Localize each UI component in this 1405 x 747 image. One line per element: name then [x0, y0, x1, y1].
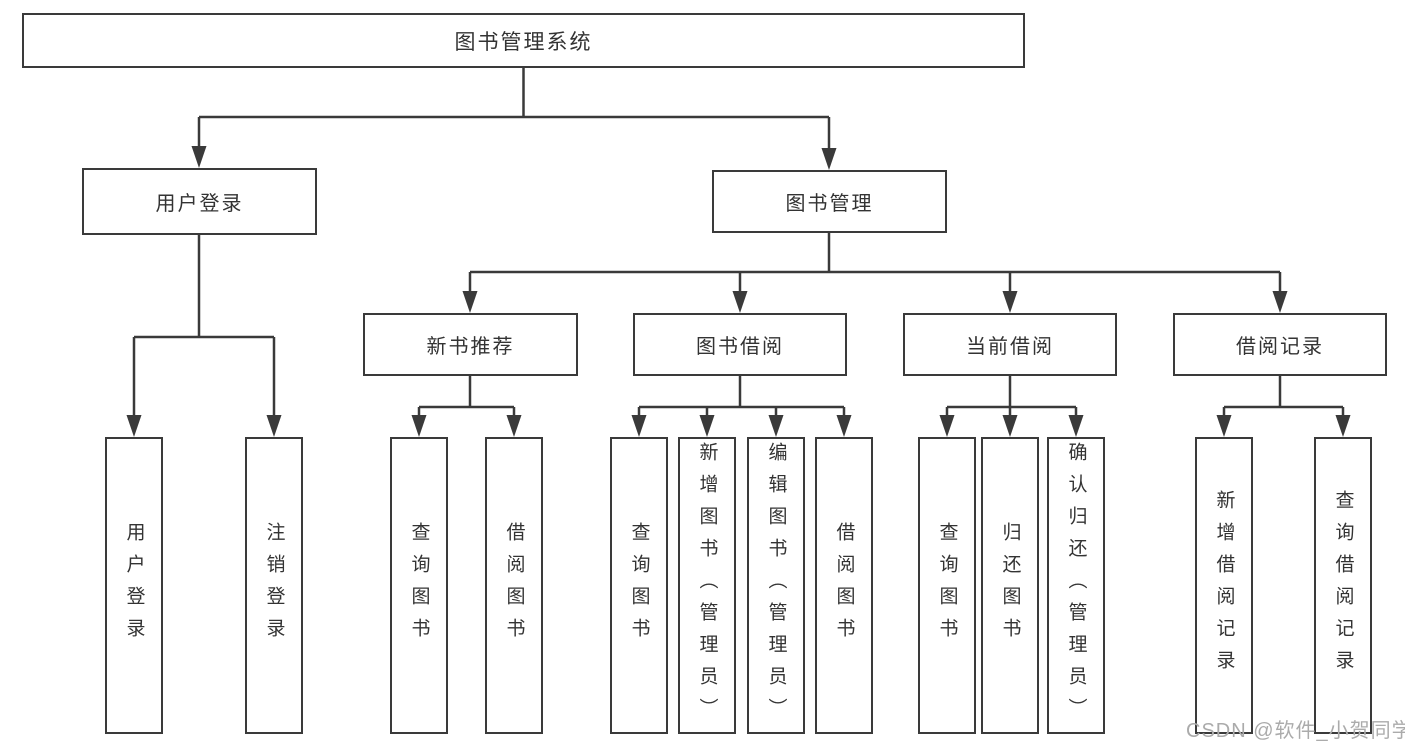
leaf-bb-query-book-label: 查询图书 — [628, 521, 650, 650]
leaf-br-query-record: 查询借阅记录 — [1314, 437, 1372, 734]
node-root-system: 图书管理系统 — [22, 13, 1025, 68]
node-user-login-label: 用户登录 — [155, 193, 244, 215]
leaf-br-add-record-label: 新增借阅记录 — [1213, 489, 1235, 682]
leaf-logout-label: 注销登录 — [263, 521, 285, 650]
leaf-bb-add-book-admin-label: 新增图书（管理员） — [696, 441, 718, 730]
leaf-rec-borrow-book: 借阅图书 — [485, 437, 543, 734]
leaf-rec-borrow-book-label: 借阅图书 — [503, 521, 525, 650]
node-user-login: 用户登录 — [82, 168, 317, 235]
node-current-borrowing: 当前借阅 — [903, 313, 1117, 376]
leaf-user-login: 用户登录 — [105, 437, 163, 734]
leaf-bb-borrow-book-label: 借阅图书 — [833, 521, 855, 650]
node-book-borrowing-label: 图书借阅 — [696, 336, 784, 358]
leaf-cb-query-book-label: 查询图书 — [936, 521, 958, 650]
csdn-watermark: CSDN @软件_小贺同学 — [1186, 720, 1405, 742]
leaf-bb-query-book: 查询图书 — [610, 437, 668, 734]
node-root-system-label: 图书管理系统 — [454, 30, 593, 54]
leaf-cb-confirm-return-admin-label: 确认归还（管理员） — [1065, 441, 1087, 730]
node-new-book-recommendation-label: 新书推荐 — [426, 336, 515, 358]
leaf-cb-query-book: 查询图书 — [918, 437, 976, 734]
leaf-br-add-record: 新增借阅记录 — [1195, 437, 1253, 734]
leaf-cb-return-book: 归还图书 — [981, 437, 1039, 734]
leaf-user-login-label: 用户登录 — [123, 521, 145, 650]
leaf-rec-query-book: 查询图书 — [390, 437, 448, 734]
leaf-bb-edit-book-admin: 编辑图书（管理员） — [747, 437, 805, 734]
node-borrowing-records: 借阅记录 — [1173, 313, 1387, 376]
leaf-bb-borrow-book: 借阅图书 — [815, 437, 873, 734]
node-new-book-recommendation: 新书推荐 — [363, 313, 578, 376]
leaf-cb-confirm-return-admin: 确认归还（管理员） — [1047, 437, 1105, 734]
node-borrowing-records-label: 借阅记录 — [1236, 336, 1324, 358]
node-book-management: 图书管理 — [712, 170, 947, 233]
node-book-borrowing: 图书借阅 — [633, 313, 847, 376]
leaf-br-query-record-label: 查询借阅记录 — [1332, 489, 1354, 682]
leaf-cb-return-book-label: 归还图书 — [999, 521, 1021, 650]
leaf-rec-query-book-label: 查询图书 — [408, 521, 430, 650]
node-book-management-label: 图书管理 — [785, 193, 874, 215]
leaf-logout: 注销登录 — [245, 437, 303, 734]
leaf-bb-add-book-admin: 新增图书（管理员） — [678, 437, 736, 734]
leaf-bb-edit-book-admin-label: 编辑图书（管理员） — [765, 441, 787, 730]
node-current-borrowing-label: 当前借阅 — [966, 336, 1054, 358]
